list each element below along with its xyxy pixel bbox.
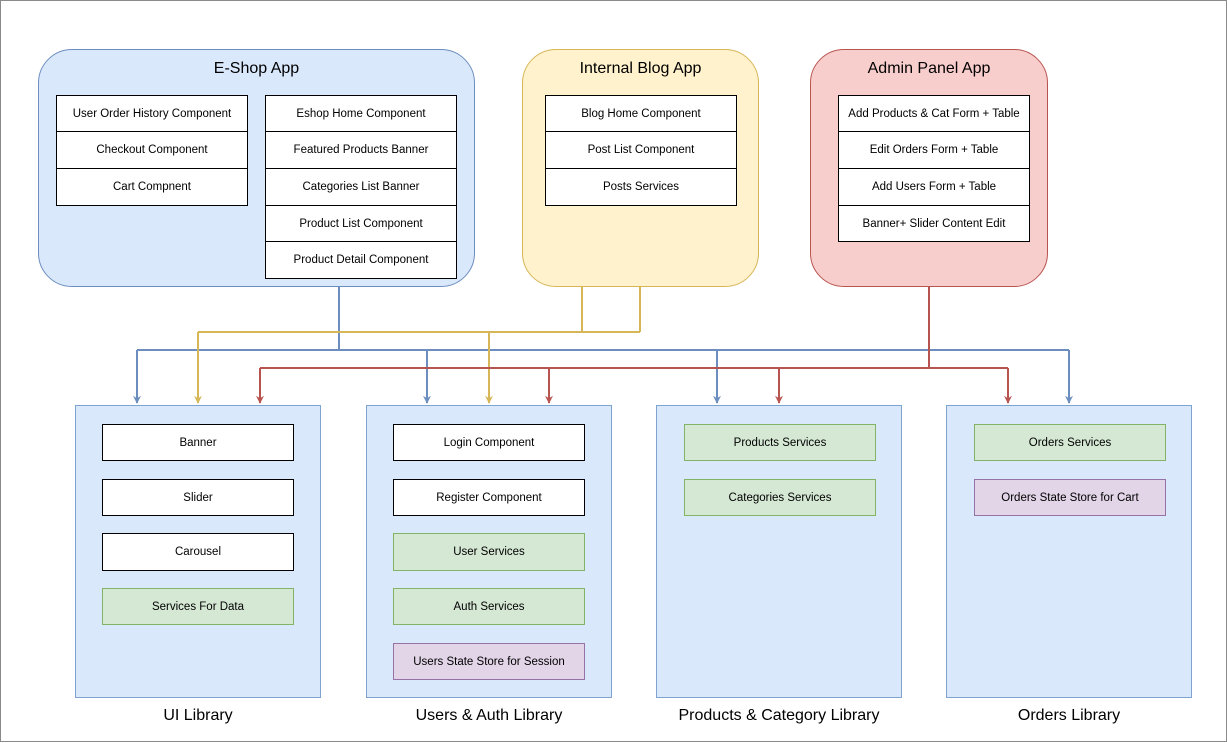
users-auth-library-container: Login Component Register Component User … xyxy=(366,405,612,698)
admin-app-title: Admin Panel App xyxy=(867,60,991,77)
admin-add-users-form: Add Users Form + Table xyxy=(838,168,1030,206)
ui-services-for-data: Services For Data xyxy=(102,588,294,625)
admin-edit-orders-form: Edit Orders Form + Table xyxy=(838,131,1030,169)
blog-posts-services: Posts Services xyxy=(545,168,737,206)
ui-library-title: UI Library xyxy=(163,707,233,724)
ui-carousel: Carousel xyxy=(102,533,294,571)
users-auth-library-title: Users & Auth Library xyxy=(415,707,563,724)
ui-library-container: Banner Slider Carousel Services For Data xyxy=(75,405,321,698)
orders-services: Orders Services xyxy=(974,424,1166,461)
blog-app-container: Internal Blog App Blog Home Component Po… xyxy=(522,49,759,287)
categories-services: Categories Services xyxy=(684,479,876,516)
eshop-featured-products-banner: Featured Products Banner xyxy=(265,131,457,169)
admin-connectors xyxy=(256,287,1012,404)
users-login-component: Login Component xyxy=(393,424,585,461)
orders-library-title: Orders Library xyxy=(1017,707,1121,724)
ui-banner: Banner xyxy=(102,424,294,461)
eshop-connectors xyxy=(133,287,1073,404)
orders-library-container: Orders Services Orders State Store for C… xyxy=(946,405,1192,698)
eshop-app-container: E-Shop App User Order History Component … xyxy=(38,49,475,287)
users-state-store: Users State Store for Session xyxy=(393,643,585,680)
eshop-home-component: Eshop Home Component xyxy=(265,95,457,132)
products-category-library-container: Products Services Categories Services xyxy=(656,405,902,698)
eshop-product-list-component: Product List Component xyxy=(265,205,457,242)
products-category-library-title: Products & Category Library xyxy=(678,707,880,724)
users-user-services: User Services xyxy=(393,533,585,571)
eshop-categories-list-banner: Categories List Banner xyxy=(265,168,457,206)
eshop-product-detail-component: Product Detail Component xyxy=(265,241,457,279)
blog-connectors xyxy=(194,287,641,404)
users-register-component: Register Component xyxy=(393,479,585,516)
admin-add-products-form: Add Products & Cat Form + Table xyxy=(838,95,1030,132)
eshop-checkout-component: Checkout Component xyxy=(56,131,248,169)
users-auth-services: Auth Services xyxy=(393,588,585,625)
admin-app-container: Admin Panel App Add Products & Cat Form … xyxy=(810,49,1048,287)
blog-post-list-component: Post List Component xyxy=(545,131,737,169)
blog-app-title: Internal Blog App xyxy=(579,60,702,77)
products-services: Products Services xyxy=(684,424,876,461)
admin-banner-slider-edit: Banner+ Slider Content Edit xyxy=(838,205,1030,242)
ui-slider: Slider xyxy=(102,479,294,516)
blog-home-component: Blog Home Component xyxy=(545,95,737,132)
eshop-user-order-history-component: User Order History Component xyxy=(56,95,248,132)
eshop-app-title: E-Shop App xyxy=(213,60,300,77)
eshop-cart-component: Cart Compnent xyxy=(56,168,248,206)
orders-state-store: Orders State Store for Cart xyxy=(974,479,1166,516)
